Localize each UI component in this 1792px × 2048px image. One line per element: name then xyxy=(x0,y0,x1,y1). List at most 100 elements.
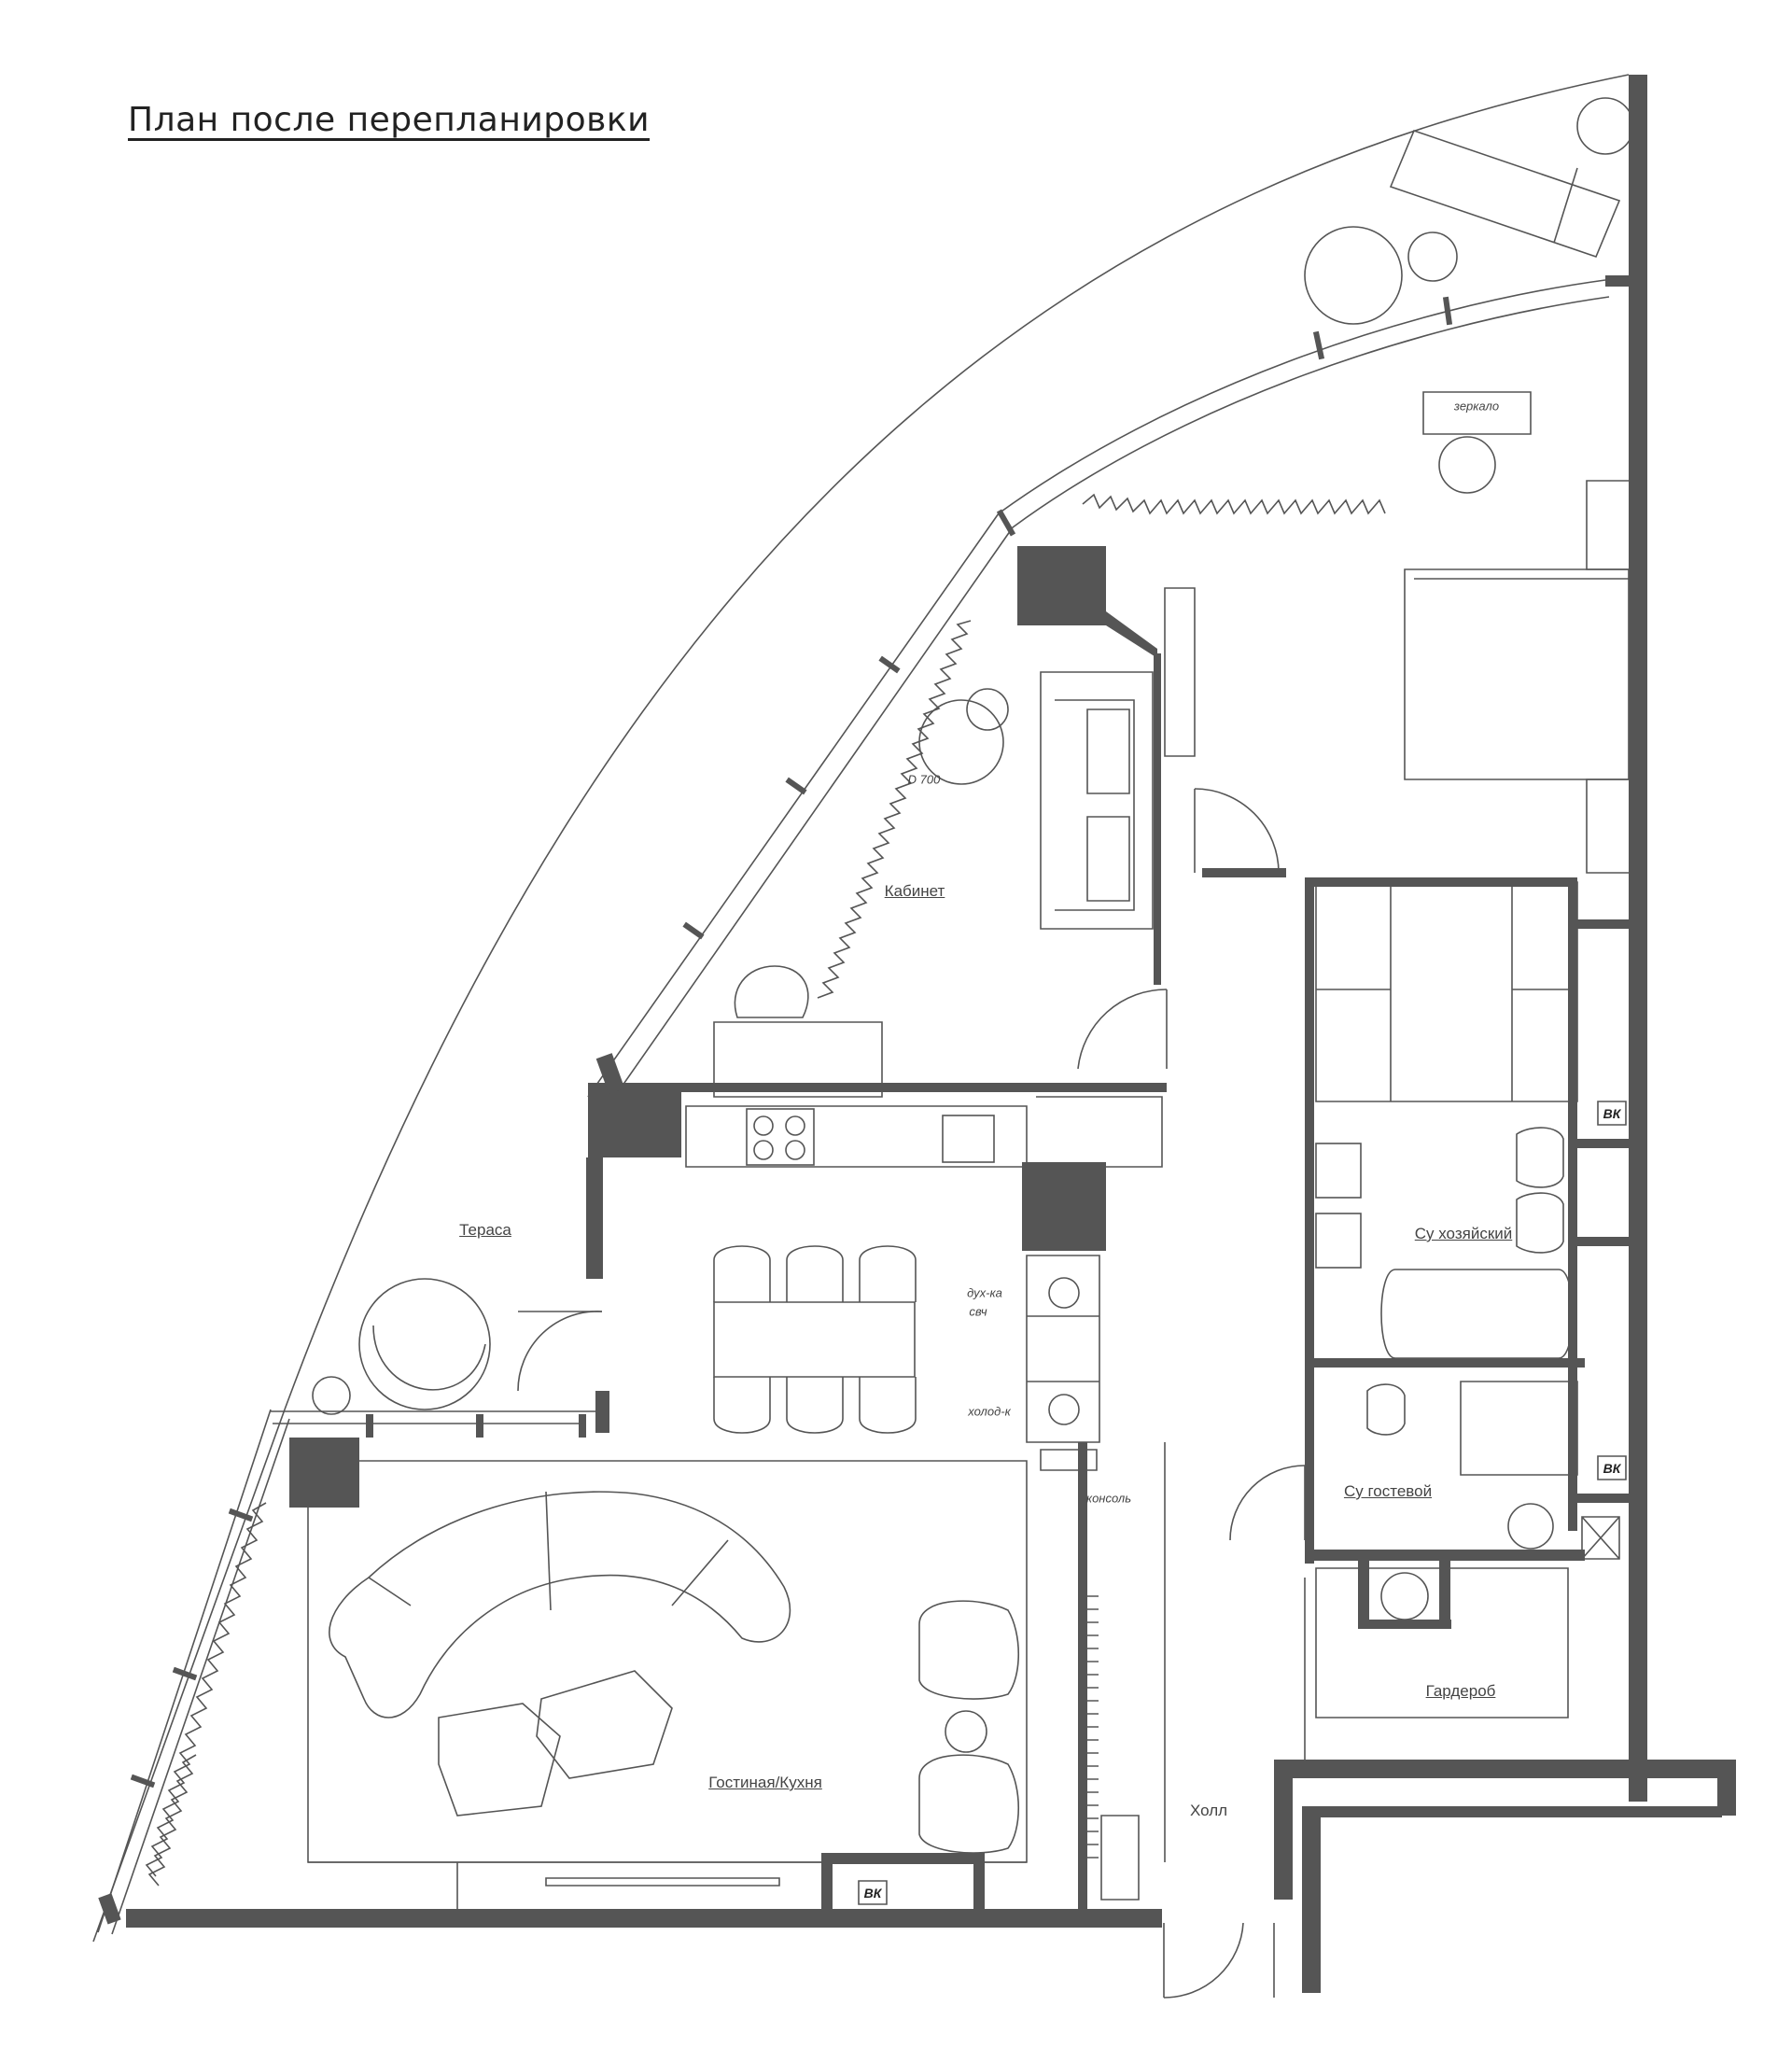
curved-sofa xyxy=(329,1491,791,1718)
wall-study-east xyxy=(1154,653,1161,882)
curtain-bedroom xyxy=(1082,493,1386,515)
sofa-seams xyxy=(368,1491,729,1611)
riser-tag-3: ВК xyxy=(863,1886,882,1901)
riser-tag-1: ВК xyxy=(1603,1106,1621,1121)
kitchen-column xyxy=(1026,1255,1100,1443)
room-label-terrace: Тераса xyxy=(459,1221,511,1239)
note-mirror: зеркало xyxy=(1453,399,1500,414)
console-table xyxy=(1040,1449,1098,1471)
riser-boxes xyxy=(858,1101,1627,1905)
note-microwave: свч xyxy=(969,1304,987,1319)
terrace-round-3 xyxy=(1576,97,1634,155)
wall-south xyxy=(126,1909,1162,1928)
chair-2 xyxy=(786,1245,844,1302)
wardrobe-hall xyxy=(1315,1567,1569,1718)
column-living xyxy=(289,1438,359,1508)
wall-south-tvbox xyxy=(821,1853,985,1864)
hob xyxy=(746,1108,815,1166)
guest-shower xyxy=(1460,1381,1578,1476)
wall-south-tvbox-l xyxy=(821,1853,833,1909)
toilet-guest xyxy=(1366,1383,1406,1436)
room-label-hall: Холл xyxy=(1189,1802,1228,1819)
chair-4 xyxy=(713,1377,771,1434)
bed xyxy=(1404,568,1630,780)
sofa-study xyxy=(1040,671,1154,930)
chair-6 xyxy=(859,1377,917,1434)
glazing-outer xyxy=(587,279,1606,1098)
wall-living-divider xyxy=(1078,1442,1087,1909)
stool xyxy=(1438,436,1496,494)
room-label-master-bath: Су хозяйский xyxy=(1414,1225,1513,1242)
wall-hall-east xyxy=(1717,1760,1736,1816)
wall-south-tvbox-r xyxy=(973,1853,985,1909)
nightstand-top xyxy=(1586,480,1632,570)
office-chair xyxy=(734,965,809,1018)
note-table-diameter: D 700 xyxy=(907,772,941,787)
toilet-master xyxy=(1516,1127,1564,1188)
room-label-wardrobe: Гардероб xyxy=(1425,1682,1496,1700)
bidet-master xyxy=(1516,1192,1564,1254)
wall-kitchen-west xyxy=(586,1157,603,1279)
wall-terrace-door xyxy=(595,1391,609,1433)
riser-tag-2: ВК xyxy=(1603,1461,1621,1476)
armchair-1 xyxy=(918,1600,1020,1700)
door-entry-swing xyxy=(1163,1922,1244,1999)
wall-wardrobe-niche xyxy=(1358,1550,1369,1620)
wall-riser-4 xyxy=(1577,1494,1629,1503)
wall-bedroom-west xyxy=(1202,868,1286,877)
note-console: консоль xyxy=(1085,1491,1132,1506)
coffee-table xyxy=(536,1670,673,1779)
wall-north-bedroom-stub xyxy=(1605,275,1629,287)
living-glazing-inner xyxy=(111,1418,290,1935)
door-master-swing xyxy=(1194,788,1280,874)
oven-icon xyxy=(1048,1277,1080,1309)
wardrobe-round xyxy=(1380,1572,1429,1620)
wardrobe-master xyxy=(1315,881,1578,1102)
sink-master-1 xyxy=(1315,1143,1362,1199)
ottoman xyxy=(438,1703,561,1817)
curtain-living-2 xyxy=(147,1754,197,1887)
room-label-living-kitchen: Гостиная/Кухня xyxy=(708,1774,822,1791)
sofa-cushion-2 xyxy=(1086,816,1130,902)
wall-kitchen-top xyxy=(588,1083,1167,1092)
armchair-2 xyxy=(918,1754,1020,1854)
door-study-swing xyxy=(1077,989,1168,1070)
terrace-table xyxy=(358,1278,491,1410)
dining-table xyxy=(713,1301,916,1378)
door-terrace-swing xyxy=(517,1311,603,1392)
door-leaves xyxy=(518,789,1306,1998)
study-table xyxy=(918,699,1004,785)
column-study xyxy=(1017,546,1106,625)
wall-east xyxy=(1629,75,1647,1802)
column-kitchen-east xyxy=(1022,1162,1106,1251)
wall-hall-ledge xyxy=(1321,1806,1722,1817)
sink xyxy=(942,1115,995,1163)
wall-entry xyxy=(1302,1806,1321,1993)
stair-ticks xyxy=(1087,1595,1099,1859)
study-chair xyxy=(966,688,1009,731)
curtain-living xyxy=(145,1502,267,1877)
wall-riser-3 xyxy=(1577,1237,1629,1246)
chair-1 xyxy=(713,1245,771,1302)
tv-stand xyxy=(308,1861,1027,1913)
glazing-inner xyxy=(610,296,1610,1102)
wall-master-bath-w xyxy=(1305,877,1314,1368)
wall-guest-bath-w xyxy=(1305,1358,1314,1564)
nightstand-bottom xyxy=(1586,779,1632,874)
curtain-study xyxy=(817,620,972,999)
tv-panel xyxy=(1164,587,1196,757)
terrace-round-1 xyxy=(1304,226,1403,325)
column-study-chamfer xyxy=(1106,611,1157,658)
terrace-rail xyxy=(271,1410,597,1424)
wall-wardrobe-niche-3 xyxy=(1358,1620,1451,1629)
room-label-guest-bath: Су гостевой xyxy=(1343,1482,1433,1500)
hall-bench xyxy=(1100,1815,1140,1901)
note-fridge: холод-к xyxy=(968,1404,1011,1419)
wall-riser-2 xyxy=(1577,1139,1629,1148)
wall-riser-1 xyxy=(1577,919,1629,929)
wall-master-bath-s xyxy=(1305,1358,1585,1368)
chair-5 xyxy=(786,1377,844,1434)
terrace-chair-arc xyxy=(372,1325,486,1391)
note-oven: дух-ка xyxy=(967,1285,1002,1300)
